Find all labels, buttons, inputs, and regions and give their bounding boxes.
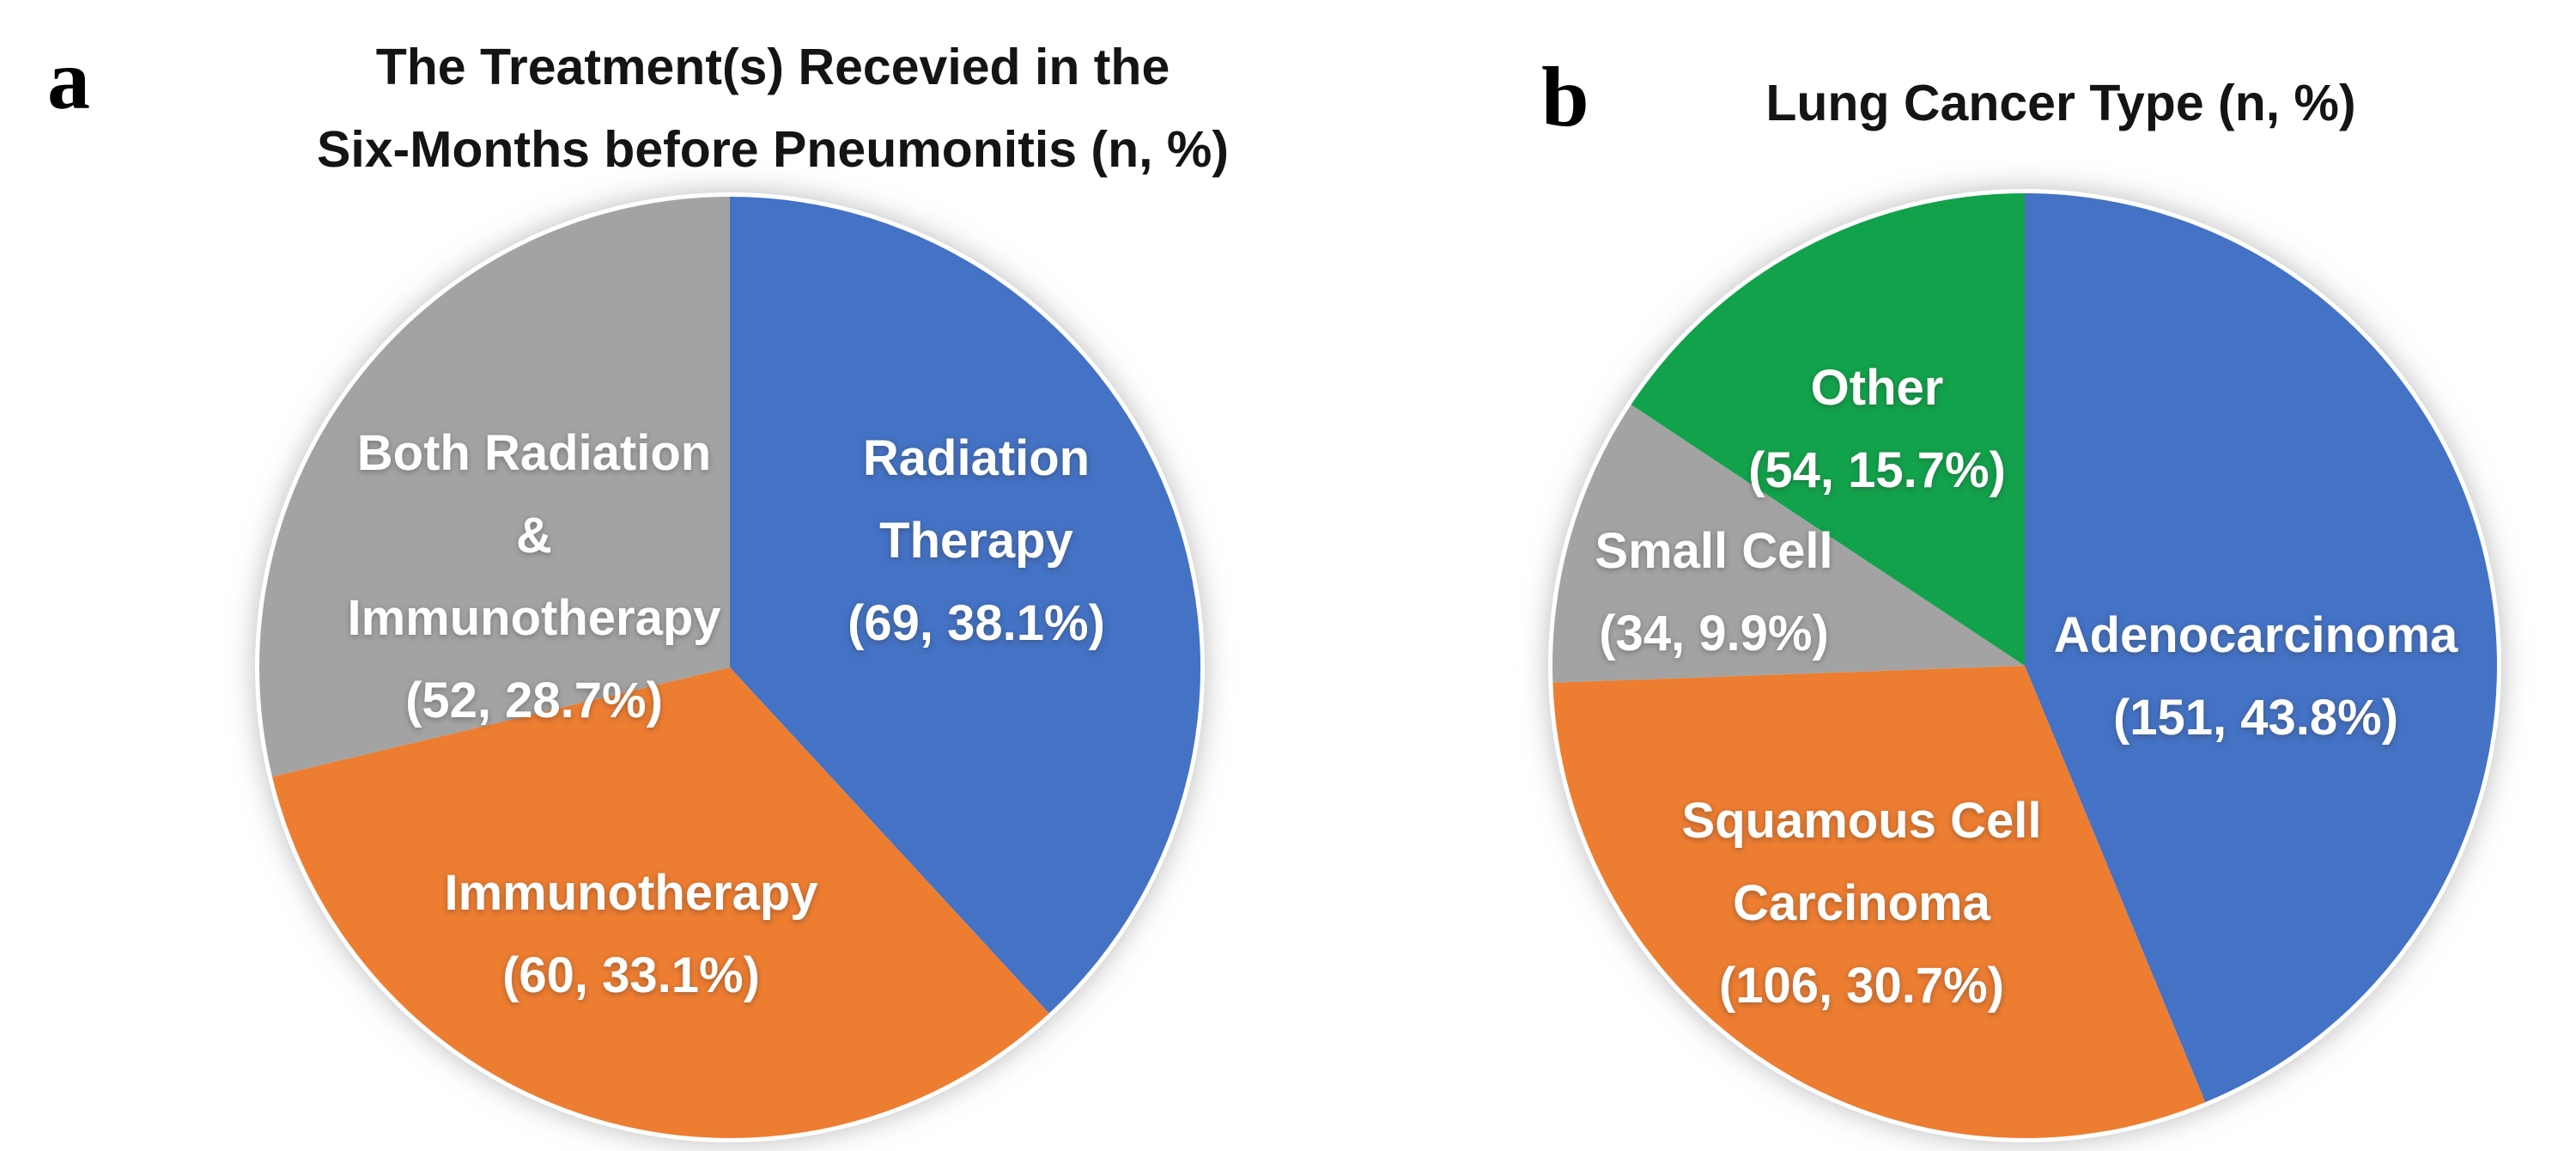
label-line: Therapy bbox=[879, 513, 1073, 569]
label-line: & bbox=[516, 508, 552, 563]
slice-label-other: Other (54, 15.7%) bbox=[1748, 347, 2006, 512]
slice-label-squamous-cell-carcinoma: Squamous Cell Carcinoma (106, 30.7%) bbox=[1682, 780, 2042, 1027]
label-line: Radiation bbox=[862, 430, 1091, 486]
label-line: Other bbox=[1810, 360, 1944, 416]
slice-label-immunotherapy: Immunotherapy (60, 33.1%) bbox=[444, 852, 817, 1017]
panel-b-title-line1: Lung Cancer Type (n, %) bbox=[1765, 75, 2356, 131]
label-value: (54, 15.7%) bbox=[1748, 442, 2006, 498]
pie-b-slice-small-cell bbox=[1552, 405, 2025, 683]
pie-a-slice-immunotherapy bbox=[272, 667, 1049, 1138]
label-value: (34, 9.9%) bbox=[1599, 606, 1829, 661]
label-line: Carcinoma bbox=[1733, 875, 1990, 931]
pie-b-slice-squamous-cell-carcinoma bbox=[1552, 666, 2206, 1138]
label-value: (69, 38.1%) bbox=[848, 595, 1105, 651]
label-line: Immunotherapy bbox=[347, 590, 721, 646]
pie-a-slice-both-radiation-immunotherapy bbox=[259, 197, 730, 777]
label-line: Both Radiation bbox=[356, 425, 712, 481]
label-value: (60, 33.1%) bbox=[502, 947, 760, 1003]
label-line: Adenocarcinoma bbox=[2053, 607, 2458, 663]
label-value: (52, 28.7%) bbox=[405, 673, 663, 728]
panel-b-letter: b bbox=[1541, 49, 1589, 144]
label-value: (151, 43.8%) bbox=[2112, 690, 2399, 746]
pie-b-slice-other bbox=[1631, 193, 2025, 666]
label-line: Immunotherapy bbox=[444, 865, 818, 921]
slice-label-both-radiation-immunotherapy: Both Radiation & Immunotherapy (52, 28.7… bbox=[347, 412, 720, 742]
panel-a-title: The Treatment(s) Recevied in the Six-Mon… bbox=[215, 26, 1331, 191]
panel-b-title: Lung Cancer Type (n, %) bbox=[1589, 62, 2533, 144]
panel-a-title-line1: The Treatment(s) Recevied in the bbox=[375, 39, 1170, 95]
label-line: Squamous Cell bbox=[1681, 793, 2042, 849]
label-line: Small Cell bbox=[1595, 523, 1833, 579]
slice-label-adenocarcinoma: Adenocarcinoma (151, 43.8%) bbox=[2054, 594, 2458, 759]
slice-label-small-cell: Small Cell (34, 9.9%) bbox=[1595, 510, 1832, 675]
label-value: (106, 30.7%) bbox=[1718, 958, 2005, 1014]
panel-a-letter: a bbox=[47, 32, 90, 127]
slice-label-radiation-therapy: Radiation Therapy (69, 38.1%) bbox=[848, 417, 1105, 665]
panel-a-title-line2: Six-Months before Pneumonitis (n, %) bbox=[316, 121, 1230, 178]
pie-b-slice-adenocarcinoma bbox=[2025, 193, 2497, 1103]
pie-a-slice-radiation-therapy bbox=[730, 197, 1201, 1014]
